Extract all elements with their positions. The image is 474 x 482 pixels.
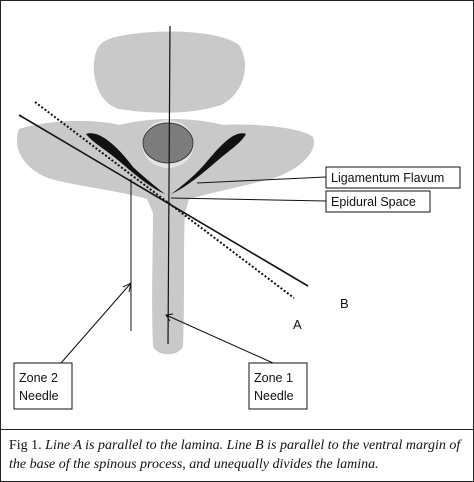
lamina bbox=[16, 119, 315, 355]
midline bbox=[167, 25, 171, 345]
ligamentum-flavum-left bbox=[86, 133, 165, 194]
zone1-box bbox=[248, 362, 308, 410]
ligamentum-flavum-right bbox=[171, 133, 246, 194]
caption-prefix: Fig 1. bbox=[9, 438, 46, 453]
zone1-label-line2: Needle bbox=[254, 389, 294, 403]
ligamentum-flavum-box bbox=[325, 166, 461, 189]
zone1-arrow-head bbox=[165, 313, 174, 322]
figure-caption: Fig 1. Line A is parallel to the lamina.… bbox=[1, 429, 473, 481]
zone2-label-line2: Needle bbox=[19, 389, 59, 403]
spinal-cord bbox=[142, 122, 194, 164]
ligamentum-flavum-pointer bbox=[196, 176, 327, 184]
caption-text: Line A is parallel to the lamina. Line B… bbox=[9, 438, 461, 472]
zone2-pointer bbox=[60, 282, 132, 364]
epidural-space-box bbox=[325, 190, 431, 213]
epidural-space-pointer bbox=[170, 197, 327, 202]
zone2-label-line1: Zone 2 bbox=[19, 371, 58, 385]
zone2-box bbox=[13, 362, 73, 410]
line-b bbox=[18, 114, 309, 287]
zone1-label-line1: Zone 1 bbox=[254, 371, 293, 385]
line-a-label: A bbox=[293, 317, 302, 332]
line-b-label: B bbox=[340, 296, 349, 311]
epidural-space-label: Epidural Space bbox=[331, 195, 416, 209]
ligamentum-flavum-label: Ligamentum Flavum bbox=[331, 171, 444, 185]
spine-diagram: Ligamentum Flavum Epidural Space A B Zon… bbox=[13, 25, 461, 410]
zone2-arrow-head bbox=[122, 282, 132, 293]
zone1-pointer bbox=[165, 314, 274, 364]
